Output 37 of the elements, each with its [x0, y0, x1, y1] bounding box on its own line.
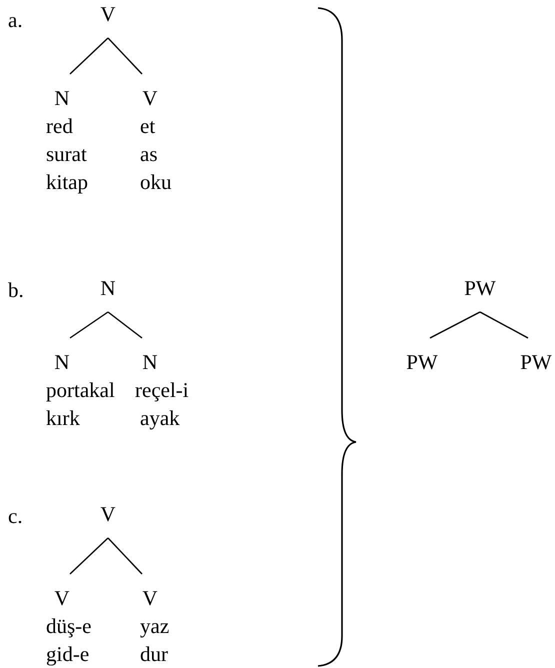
tree-node-label: PW [406, 350, 438, 374]
tree-node-label: V [142, 586, 158, 610]
tree-branch-line [430, 311, 480, 339]
tree-branch-line [480, 311, 528, 339]
word-label: a. [8, 8, 23, 32]
tree-node-label: N [54, 86, 70, 110]
tree-node-label: V [100, 2, 116, 26]
word-label: et [140, 114, 156, 138]
tree-branch-line [108, 311, 142, 339]
word-label: reçel-i [135, 378, 189, 402]
tree-branch-line [108, 538, 142, 574]
tree-branch-line [108, 38, 142, 74]
tree-node-label: V [54, 586, 70, 610]
word-label: kırk [46, 406, 80, 430]
tree-node-label: PW [464, 276, 496, 300]
word-label: oku [140, 170, 172, 194]
word-label: portakal [46, 378, 115, 402]
word-label: yaz [140, 614, 170, 638]
word-label: ayak [140, 406, 180, 430]
tree-node-label: PW [520, 350, 552, 374]
word-label: düş-e [46, 614, 92, 638]
tree-branch-line [70, 311, 108, 339]
word-label: surat [46, 142, 87, 166]
tree-node-label: N [142, 350, 158, 374]
word-label: b. [8, 278, 24, 302]
tree-node-label: N [54, 350, 70, 374]
tree-node-label: N [100, 276, 116, 300]
word-label: gid-e [46, 642, 90, 666]
word-label: c. [8, 504, 23, 528]
tree-branch-line [70, 38, 108, 74]
tree-branch-line [70, 538, 108, 574]
word-label: kitap [46, 170, 88, 194]
word-label: dur [140, 642, 168, 666]
tree-node-label: V [142, 86, 158, 110]
word-label: as [140, 142, 158, 166]
word-label: red [46, 114, 73, 138]
tree-node-label: V [100, 502, 116, 526]
